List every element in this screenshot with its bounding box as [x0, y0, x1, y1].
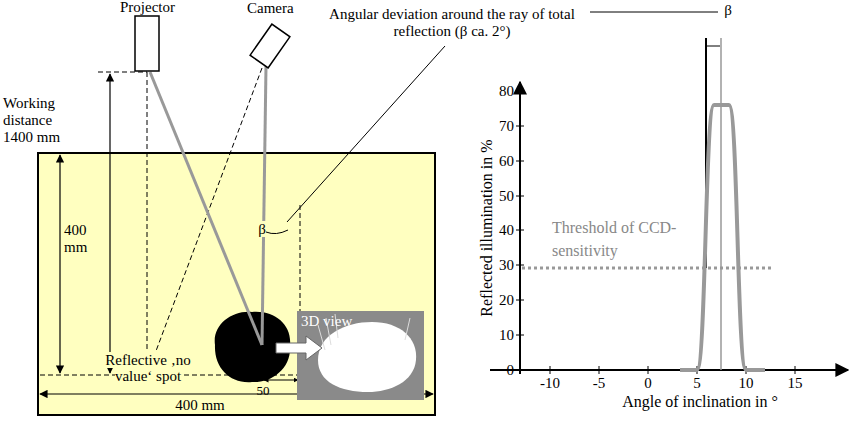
annotation-text: Reflective ‚no value‘ spot: [105, 352, 190, 384]
annotation: β: [720, 2, 736, 18]
leader-line: [590, 12, 718, 13]
annotation: Reflective ‚no value‘ spot: [90, 352, 206, 384]
leader-line: [287, 46, 445, 222]
tick-label: -5: [581, 375, 617, 391]
projector-axis: [147, 72, 148, 375]
panel-title: 3D view: [301, 313, 352, 330]
annotation: 50: [250, 384, 276, 398]
angle-arc: [266, 230, 288, 234]
box-outline: [256, 22, 284, 70]
x-axis: [490, 369, 848, 371]
annotation: Angular deviation around the ray of tota…: [318, 6, 586, 40]
projector-ray: [150, 72, 262, 345]
tick-label: 10: [728, 375, 764, 391]
dim-arrow: [264, 380, 298, 381]
tick-label: 80: [488, 83, 514, 99]
annotation: β: [255, 221, 269, 237]
box-outline: [134, 15, 160, 72]
view-box: 3D view: [297, 311, 424, 400]
device-label: Camera: [247, 0, 294, 17]
spot-3d: [318, 322, 416, 392]
ticks: [516, 91, 795, 374]
annotation: 400 mm: [160, 397, 240, 413]
device-label: Projector: [120, 0, 175, 16]
box-outline: [135, 16, 159, 71]
tick-label: 15: [777, 375, 813, 391]
beta-bracket: [707, 46, 720, 47]
camera-box: Camera: [256, 22, 284, 70]
axis-label: Threshold of CCD-sensitivity: [552, 216, 677, 262]
box-outline: [250, 24, 290, 68]
annotation: 400 mm: [64, 222, 98, 256]
tick-label: -10: [532, 375, 568, 391]
reflection-curve: [680, 105, 765, 370]
annotation: Working distance 1400 mm: [3, 95, 85, 146]
dim-arrow: [59, 155, 60, 373]
projector-box: Projector: [134, 15, 160, 72]
view-arrow: [276, 336, 322, 360]
tick-label: 10: [488, 327, 514, 343]
camera-ray: [262, 66, 266, 345]
axis-label: Angle of inclination in °: [590, 393, 810, 411]
center-line: [720, 38, 722, 370]
axis-label: Reflected illumination in %: [478, 113, 496, 343]
tick-label: 70: [488, 118, 514, 134]
tick-label: 0: [488, 362, 514, 378]
tick-label: 0: [630, 375, 666, 391]
view-panel: [297, 311, 424, 400]
dim-arrow: [109, 74, 110, 373]
threshold-line: [522, 267, 772, 270]
annotation-text: β: [258, 221, 266, 237]
tick-label: 5: [679, 375, 715, 391]
